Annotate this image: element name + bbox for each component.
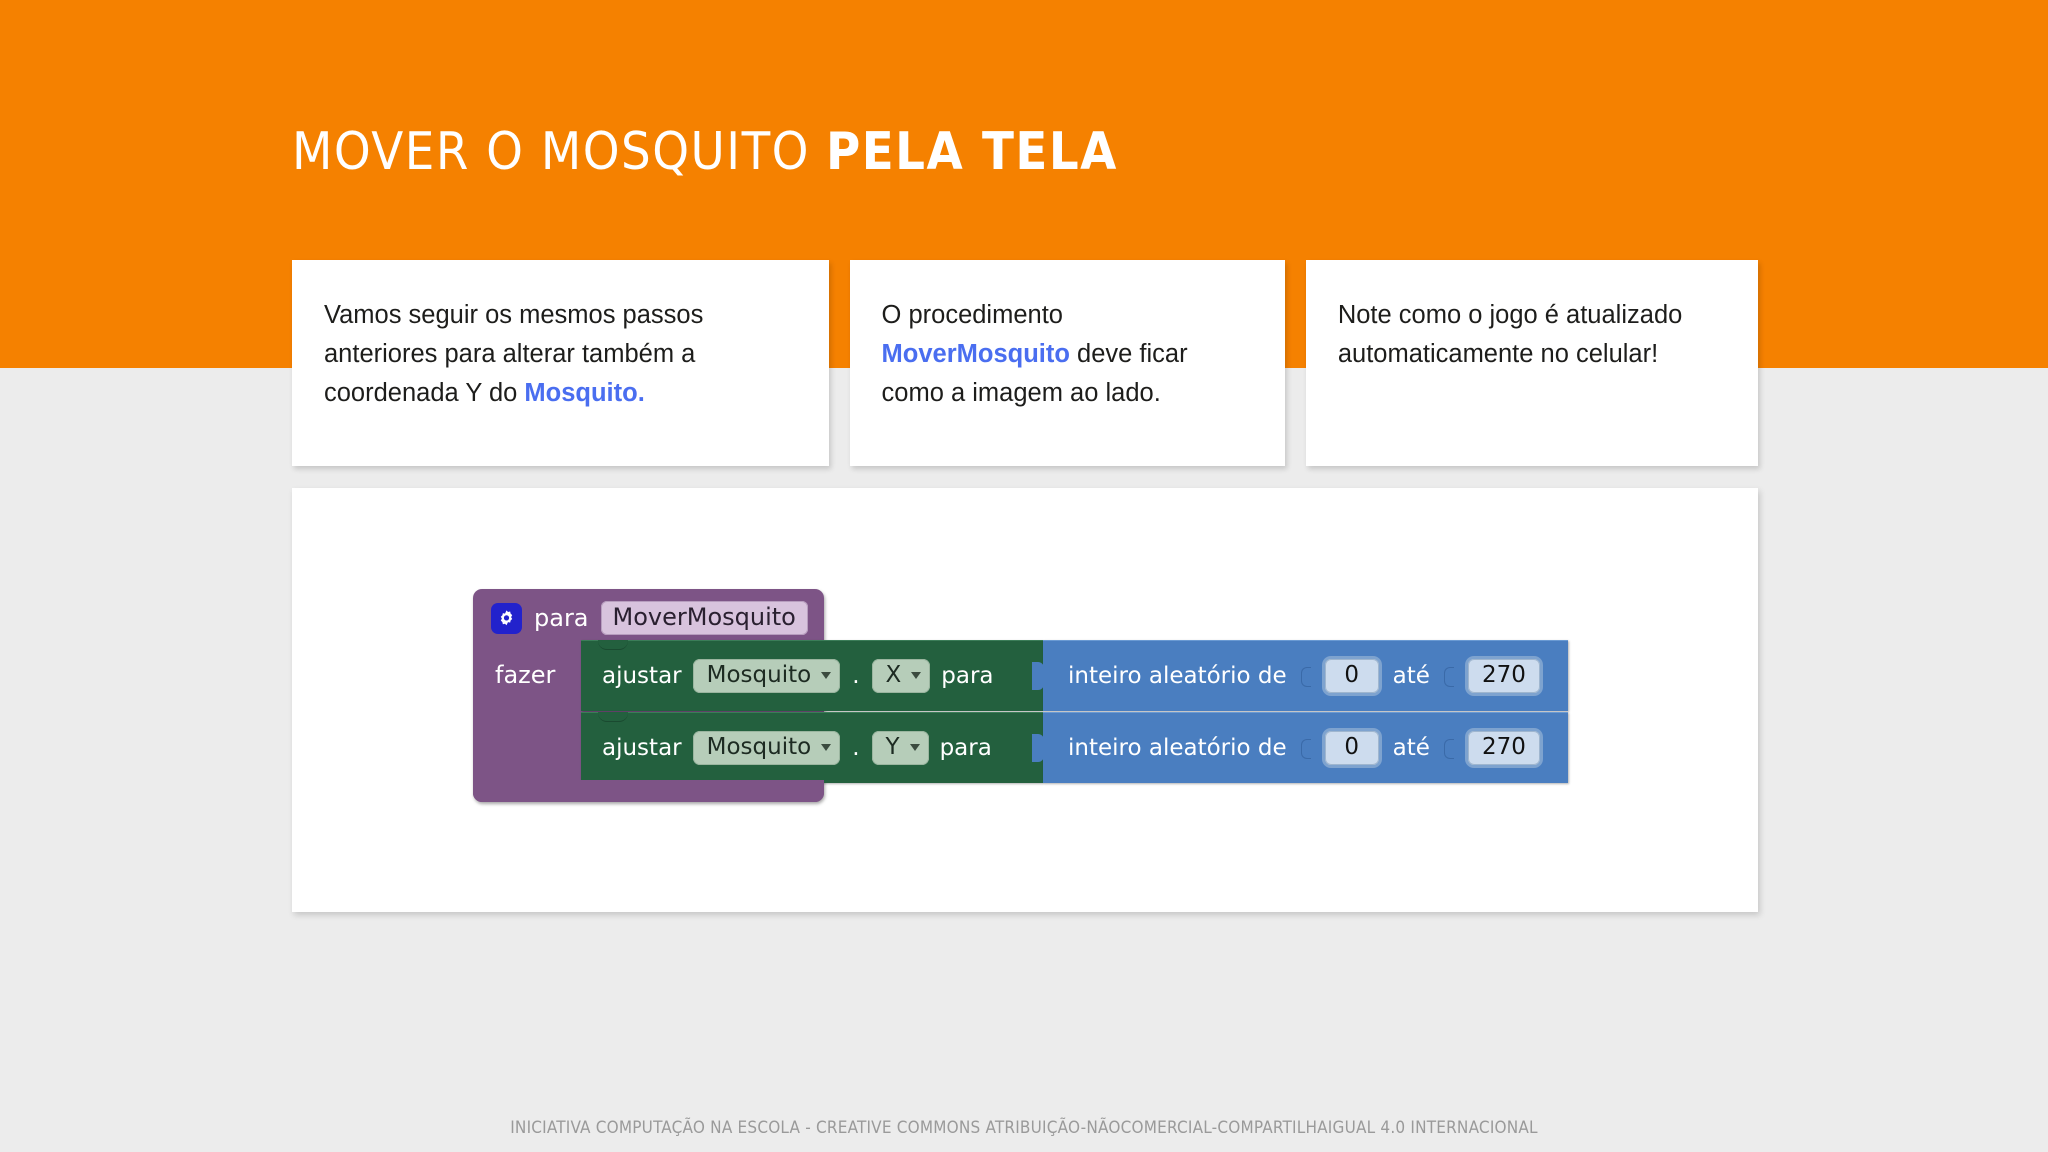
set-keyword-y: ajustar [602,735,682,761]
to-socket-icon-x [1443,663,1454,689]
procedure-name-field[interactable]: MoverMosquito [600,601,808,635]
statement-stack: ajustar Mosquito . X para inteiro a [581,640,1568,783]
property-dropdown-x[interactable]: X [871,659,931,693]
plug-notch-x [1034,665,1044,687]
plug-notch-y [1034,737,1044,759]
set-connector-y: para [939,735,992,761]
component-dropdown-x-label: Mosquito [706,662,812,688]
random-integer-block-y[interactable]: inteiro aleatório de 0 até 270 [1034,712,1568,783]
component-dropdown-x[interactable]: Mosquito [692,659,841,693]
random-to-field-x[interactable]: 270 [1467,659,1540,693]
procedure-body-keyword: fazer [495,661,556,689]
random-integer-label-x: inteiro aleatório de [1068,663,1287,689]
random-integer-block-x[interactable]: inteiro aleatório de 0 até 270 [1034,640,1568,711]
to-socket-icon-y [1443,735,1454,761]
chevron-down-icon [821,671,832,679]
page-title-bold: PELA TELA [825,122,1118,182]
property-dropdown-y[interactable]: Y [871,731,929,765]
chevron-down-icon [909,743,920,751]
card-1-highlight: Mosquito. [524,379,645,407]
card-1-text-part-1: Vamos seguir os mesmos passos anteriores… [324,301,704,407]
component-dropdown-y[interactable]: Mosquito [692,731,841,765]
property-dropdown-x-label: X [885,662,902,688]
random-between-label-y: até [1392,735,1430,761]
component-dropdown-y-label: Mosquito [706,734,812,760]
property-dropdown-y-label: Y [885,734,900,760]
gear-icon[interactable] [491,602,522,634]
page-title: MOVER O MOSQUITO PELA TELA [292,122,1118,182]
random-integer-label-y: inteiro aleatório de [1068,735,1287,761]
random-to-field-y[interactable]: 270 [1467,731,1540,765]
procedure-keyword: para [534,604,589,632]
chevron-down-icon [821,743,832,751]
footer-license: INICIATIVA COMPUTAÇÃO NA ESCOLA - CREATI… [510,1118,1538,1138]
procedure-block-footer [473,780,824,802]
card-2-highlight: MoverMosquito [881,340,1070,368]
random-from-field-x[interactable]: 0 [1324,659,1379,693]
card-2-text-part-1: O procedimento [881,301,1063,329]
page-title-light: MOVER O MOSQUITO [292,122,810,182]
set-property-block-y[interactable]: ajustar Mosquito . Y para [581,712,1044,783]
callout-cards: Vamos seguir os mesmos passos anteriores… [292,260,1758,466]
separator-dot-x: . [852,663,860,689]
card-2-text-part-2: deve ficar como a imagem ao lado. [881,340,1188,407]
from-socket-icon-y [1300,735,1311,761]
blockly-program: para MoverMosquito fazer ajustar Mosquit… [473,589,1568,802]
callout-card-note: Note como o jogo é atualizado automatica… [1305,260,1758,466]
chevron-down-icon [911,671,922,679]
set-connector-x: para [941,663,994,689]
set-property-block-x[interactable]: ajustar Mosquito . X para [581,640,1044,711]
random-from-field-y[interactable]: 0 [1324,731,1379,765]
callout-card-steps: Vamos seguir os mesmos passos anteriores… [292,260,829,466]
random-between-label-x: até [1392,663,1430,689]
statement-row: ajustar Mosquito . X para inteiro a [581,640,1568,711]
callout-card-procedure: O procedimento MoverMosquito deve ficar … [849,260,1285,466]
callout-card-note-text: Note como o jogo é atualizado automatica… [1338,296,1728,374]
procedure-block[interactable]: para MoverMosquito fazer ajustar Mosquit… [473,589,1568,802]
statement-row: ajustar Mosquito . Y para inteiro a [581,712,1568,783]
from-socket-icon-x [1300,663,1311,689]
callout-card-procedure-text: O procedimento MoverMosquito deve ficar … [882,296,1255,413]
set-keyword-x: ajustar [602,663,682,689]
card-3-text-part-1: Note como o jogo é atualizado automatica… [1337,301,1683,368]
procedure-header: para MoverMosquito [473,589,824,647]
callout-card-steps-text: Vamos seguir os mesmos passos anteriores… [324,296,799,413]
separator-dot-y: . [852,735,860,761]
